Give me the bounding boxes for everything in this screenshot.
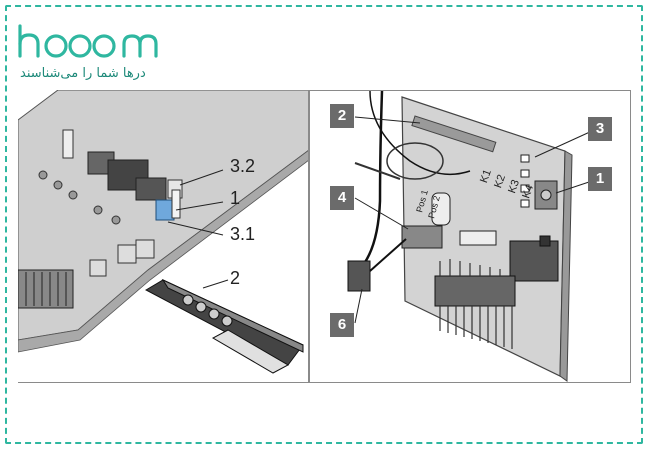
led-label-k1: K1 bbox=[478, 168, 494, 185]
callout-box-4: 4 bbox=[330, 186, 354, 210]
callout-box-2: 2 bbox=[330, 104, 354, 128]
callout-box-1: 1 bbox=[588, 167, 612, 191]
callout-3-2: 3.2 bbox=[230, 156, 256, 176]
callout-1: 1 bbox=[230, 188, 241, 208]
hoom-logo bbox=[16, 24, 186, 68]
brand-tagline: درها شما را می‌شناسند bbox=[20, 66, 146, 81]
led-label-k3: K3 bbox=[506, 178, 522, 195]
left-illustration-panel: 3.2 1 3.1 2 bbox=[18, 90, 309, 383]
board-with-remote-drawing bbox=[18, 90, 308, 374]
callout-2: 2 bbox=[230, 268, 241, 288]
dashed-border-frame bbox=[5, 5, 643, 444]
led-label-k4: K4 bbox=[520, 183, 536, 200]
remote-control bbox=[144, 278, 304, 374]
callout-box-6: 6 bbox=[330, 313, 354, 337]
callout-box-3: 3 bbox=[588, 117, 612, 141]
callout-3-1: 3.1 bbox=[230, 224, 256, 244]
right-illustration-panel: Pos 1 Pos 2 K1 K2 K3 K4 2 3 1 4 6 bbox=[309, 90, 631, 383]
led-label-k2: K2 bbox=[492, 173, 508, 190]
receiver-board-drawing: Pos 1 Pos 2 K1 K2 K3 K4 bbox=[347, 91, 593, 382]
